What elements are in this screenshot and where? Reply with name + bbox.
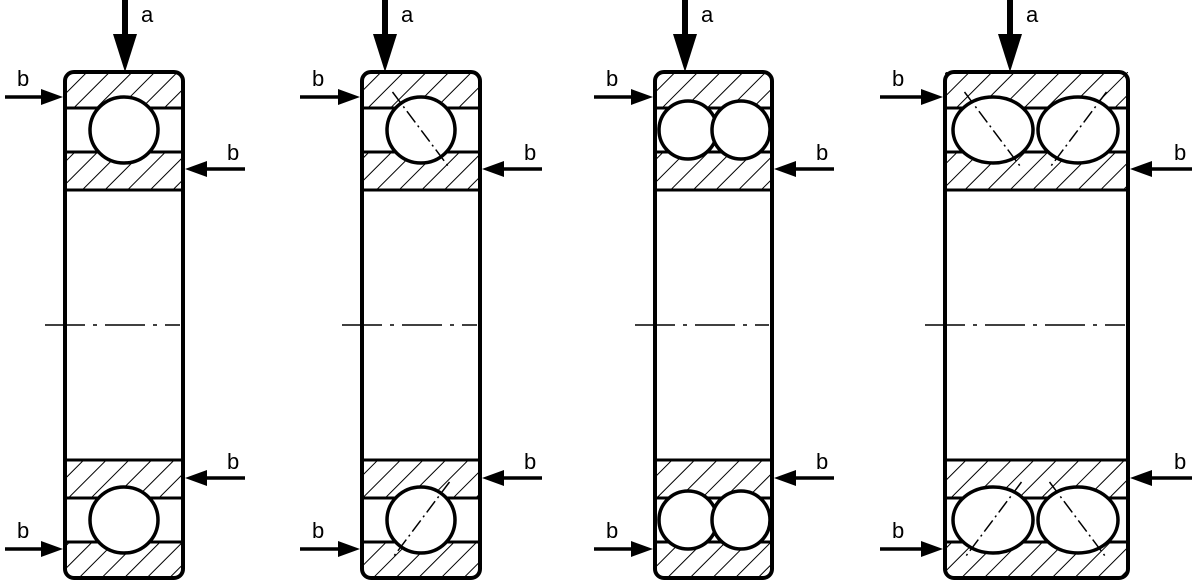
radial-force-label: b xyxy=(17,66,29,91)
contact-angle-line xyxy=(963,91,1023,169)
radial-force-arrow-top-left-head xyxy=(338,89,360,105)
radial-force-arrow-bottom-left-head xyxy=(631,541,653,557)
radial-force-label: b xyxy=(17,518,29,543)
radial-force-label: b xyxy=(312,66,324,91)
axial-force-arrow-head xyxy=(113,34,137,72)
ball xyxy=(88,95,160,165)
contact-angle-line xyxy=(391,91,451,169)
radial-force-arrow-bottom-right-head xyxy=(1130,470,1152,486)
radial-force-label: b xyxy=(1174,140,1186,165)
radial-force-label: b xyxy=(524,140,536,165)
radial-force-arrow-top-right-head xyxy=(185,161,207,177)
axial-force-arrow-head xyxy=(673,34,697,72)
radial-force-label: b xyxy=(816,140,828,165)
inner-ring-top xyxy=(655,152,772,190)
contact-angle-line xyxy=(1048,91,1108,169)
radial-force-label: b xyxy=(1174,449,1186,474)
radial-force-arrow-bottom-right-head xyxy=(185,470,207,486)
contact-angle-line xyxy=(963,481,1023,559)
contact-angle-line xyxy=(391,481,451,559)
bearing-angular-contact-ball: a b b b b xyxy=(300,0,542,580)
bearing-double-row-angular-contact-ball: a b b b b xyxy=(880,0,1192,580)
radial-force-arrow-bottom-left-head xyxy=(338,541,360,557)
radial-force-label: b xyxy=(227,449,239,474)
radial-force-label: b xyxy=(227,140,239,165)
ball xyxy=(710,489,772,551)
radial-force-arrow-bottom-right-head xyxy=(482,470,504,486)
radial-force-arrow-top-right-head xyxy=(482,161,504,177)
ball xyxy=(657,489,719,551)
radial-force-arrow-bottom-left-head xyxy=(41,541,63,557)
radial-force-label: b xyxy=(524,449,536,474)
radial-force-label: b xyxy=(816,449,828,474)
ball xyxy=(385,95,457,165)
axial-force-arrow-head xyxy=(373,34,397,72)
contact-angle-line xyxy=(1048,481,1108,559)
radial-force-label: b xyxy=(606,66,618,91)
radial-force-label: b xyxy=(606,518,618,543)
radial-force-arrow-bottom-right-head xyxy=(774,470,796,486)
inner-ring-bottom xyxy=(655,460,772,498)
radial-force-label: b xyxy=(312,518,324,543)
ball xyxy=(710,99,772,161)
axial-force-label: a xyxy=(1026,2,1039,27)
axial-force-label: a xyxy=(141,2,154,27)
ball xyxy=(951,485,1035,555)
radial-force-arrow-top-left-head xyxy=(631,89,653,105)
radial-force-arrow-top-left-head xyxy=(41,89,63,105)
ball xyxy=(1036,485,1120,555)
radial-force-arrow-bottom-left-head xyxy=(921,541,943,557)
ball xyxy=(88,485,160,555)
ball xyxy=(657,99,719,161)
bearing-deep-groove-ball: a b b b b xyxy=(5,0,245,580)
radial-force-label: b xyxy=(892,66,904,91)
radial-force-arrow-top-right-head xyxy=(774,161,796,177)
ball xyxy=(951,95,1035,165)
axial-force-label: a xyxy=(701,2,714,27)
axial-force-arrow-head xyxy=(998,34,1022,72)
radial-force-label: b xyxy=(892,518,904,543)
ball xyxy=(1036,95,1120,165)
ball xyxy=(385,485,457,555)
axial-force-label: a xyxy=(401,2,414,27)
bearing-double-row-deep-groove-ball: a b b b b xyxy=(594,0,834,580)
radial-force-arrow-top-right-head xyxy=(1130,161,1152,177)
radial-force-arrow-top-left-head xyxy=(921,89,943,105)
